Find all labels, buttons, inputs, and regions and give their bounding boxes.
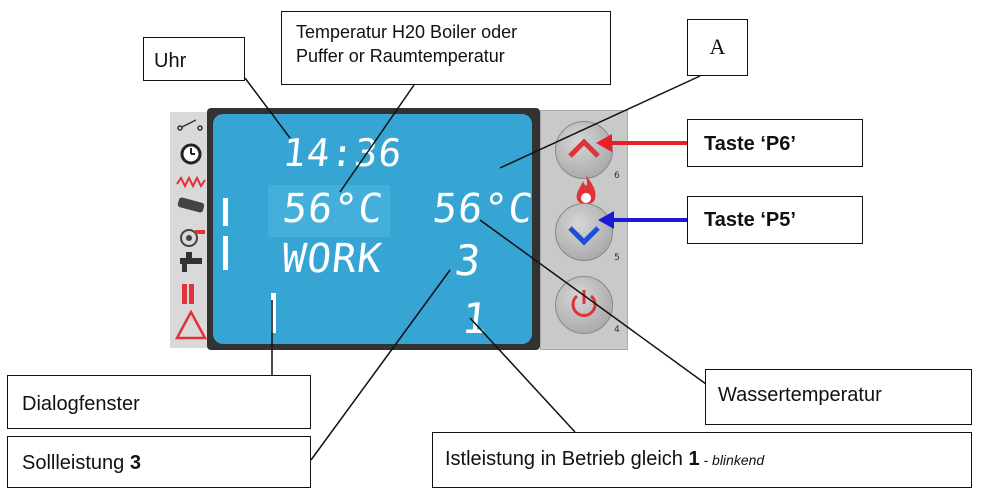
callout-sollleistung: Sollleistung 3: [7, 436, 311, 488]
arrow-p5: [598, 211, 687, 229]
callout-taste-p6: Taste ‘P6’: [687, 119, 863, 167]
lcd-highlight: [268, 185, 390, 237]
pellet-auger-icon: [177, 197, 205, 213]
key-number-4: 4: [614, 325, 620, 335]
callout-istleistung: Istleistung in Betrieb gleich 1 - blinke…: [432, 432, 972, 488]
callout-temperature-line1: Temperatur H20 Boiler oder: [296, 22, 518, 42]
key-p5[interactable]: [555, 203, 613, 261]
callout-dialogfenster: Dialogfenster: [7, 375, 311, 429]
callout-istleistung-text: Istleistung in Betrieb gleich: [445, 448, 689, 470]
callout-istleistung-tail: - blinkend: [699, 452, 765, 468]
tap-icon: [180, 252, 202, 272]
chevron-down-icon: [568, 226, 600, 246]
lcd-bar: [271, 293, 276, 333]
clock-icon: [180, 143, 202, 165]
leader-uhr: [244, 77, 291, 139]
callout-sollleistung-value: 3: [129, 452, 141, 474]
callout-temperature-line2: Puffer or Raumtemperatur: [296, 46, 505, 66]
key-number-5: 5: [614, 253, 620, 263]
callout-wassertemperatur: Wassertemperatur: [705, 369, 972, 425]
arrow-p6: [596, 134, 687, 152]
leader-ist: [469, 317, 576, 433]
callout-temperature: Temperatur H20 Boiler oder Puffer or Rau…: [281, 11, 611, 85]
flame-icon: [576, 175, 596, 205]
leader-a: [499, 75, 701, 169]
callout-sollleistung-text: Sollleistung: [22, 452, 130, 474]
warning-icon: [174, 309, 208, 340]
fan-icon: [180, 229, 205, 247]
status-icons: [174, 119, 208, 340]
key-power[interactable]: [555, 276, 613, 334]
callout-a: A: [687, 19, 748, 76]
key-p6[interactable]: [555, 121, 613, 179]
callout-uhr: Uhr: [143, 37, 245, 81]
callout-taste-p5: Taste ‘P5’: [687, 196, 863, 244]
keypad-panel: 6 5 4: [540, 110, 628, 350]
key-number-6: 6: [614, 171, 620, 181]
power-icon: [571, 290, 597, 317]
chevron-up-icon: [568, 138, 600, 158]
heater-coil-icon: [176, 175, 206, 189]
lcd-bar: [223, 198, 228, 226]
leader-soll: [310, 269, 451, 461]
lcd-bar: [223, 236, 228, 270]
callout-istleistung-value: 1: [688, 448, 700, 470]
leader-wasser: [479, 219, 718, 393]
radiator-icon: [182, 284, 194, 304]
leader-temperature: [339, 84, 415, 193]
switch-icon: [177, 119, 203, 131]
